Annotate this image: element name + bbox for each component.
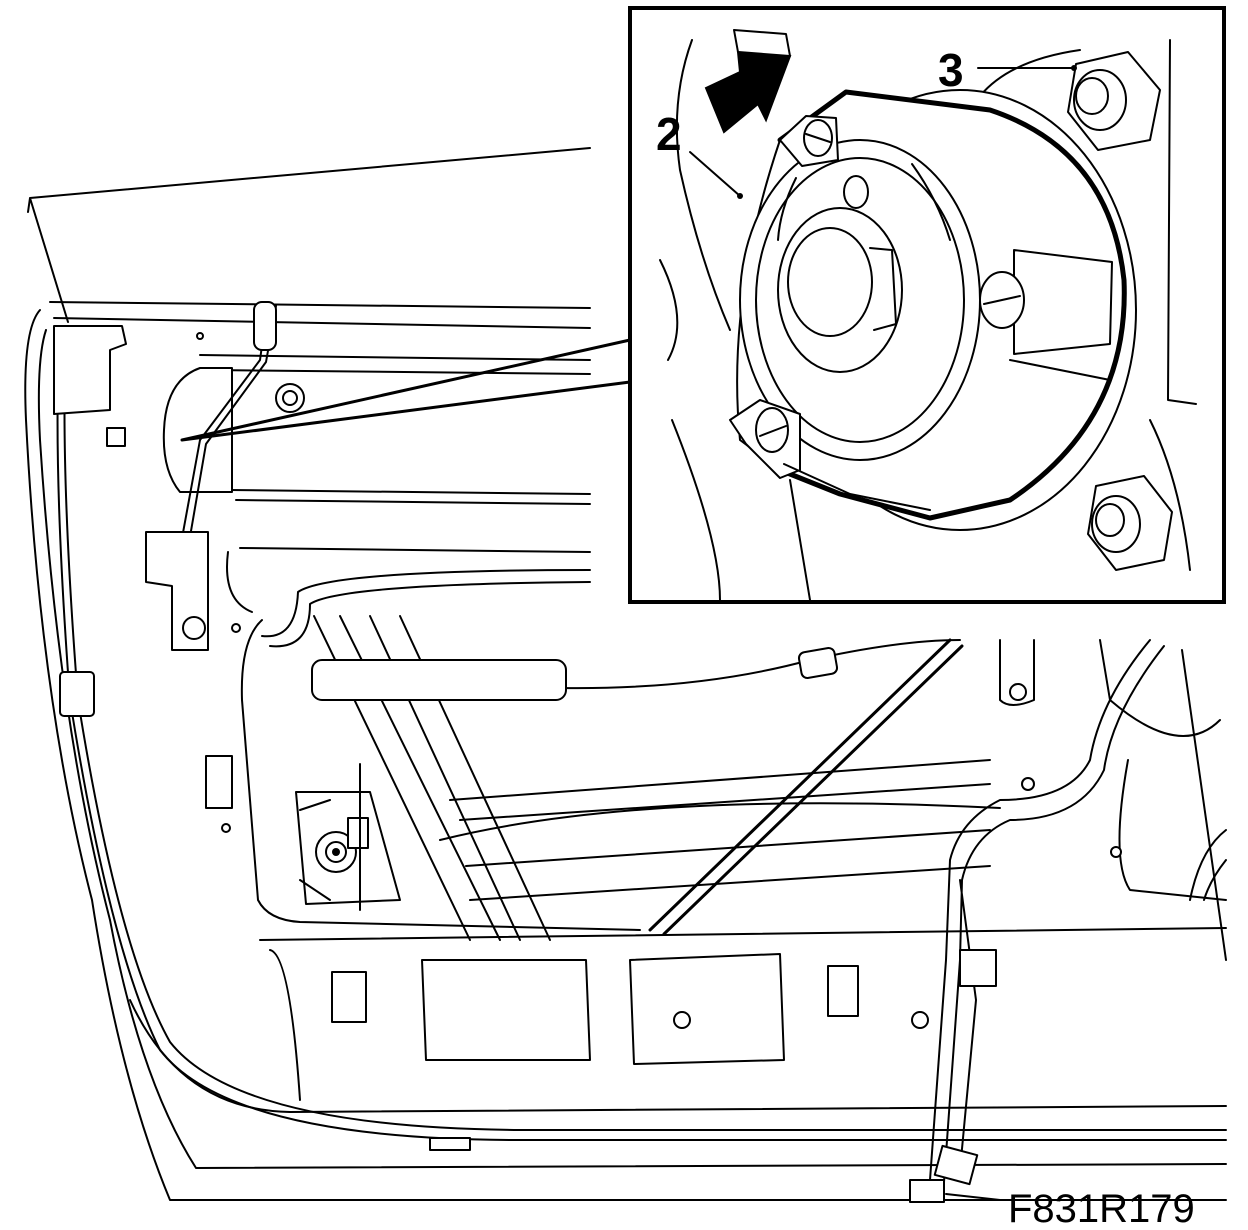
callout-2-leader: [689, 151, 741, 197]
door-cable: [559, 639, 961, 690]
drain-slot: [429, 1137, 471, 1151]
speaker-magnet: [777, 207, 903, 373]
mount-tab-right: [1013, 249, 1113, 355]
screw-right-slot: [983, 295, 1021, 305]
magnet-notch: [869, 247, 897, 331]
panel-rivet: [221, 823, 231, 833]
wiring-harness: [929, 639, 1165, 1183]
lower-panel-edge: [259, 927, 1227, 1101]
glass-guide-bars: [439, 759, 1001, 901]
screw-bottom-slot: [759, 425, 787, 437]
right-hole-lower: [1110, 846, 1122, 858]
right-inner-structure: [999, 639, 1227, 961]
door-assembly: [24, 147, 1227, 1203]
callout-3-label: 3: [938, 44, 964, 96]
inset-lower-edge: [789, 479, 811, 601]
callout-2-dot: [737, 193, 743, 199]
screw-bottom: [755, 407, 789, 453]
speaker-cable: [261, 569, 591, 648]
regulator-gear: [295, 763, 401, 911]
figure-reference-leader: [945, 1193, 1001, 1201]
speaker-face-slots: [777, 163, 951, 241]
lower-clip-right: [827, 965, 859, 1017]
right-hole-upper: [1009, 683, 1027, 701]
hinge-clip: [59, 671, 95, 717]
mounting-nut-bottom: [1087, 475, 1173, 571]
regulator-rail: [313, 615, 551, 941]
speaker-recess: [162, 367, 233, 493]
inner-panel-opening: [226, 547, 641, 931]
lower-clip-left: [331, 971, 367, 1023]
screw-top-slot: [805, 133, 831, 143]
door-sill-inner: [129, 999, 1227, 1113]
rivet-hole: [196, 332, 204, 340]
figure-reference-code: F831R179: [1008, 1187, 1195, 1230]
door-outer-shell: [24, 301, 1227, 1201]
panel-clip-upper: [205, 755, 233, 809]
hinge-bracket: [53, 325, 127, 415]
diagonal-support-rod: [648, 638, 964, 936]
detail-inset: 2 3: [628, 6, 1226, 604]
speaker-mount-hole-inner: [282, 390, 298, 406]
bracket-slot: [106, 427, 126, 447]
lock-rod-knob: [253, 301, 277, 351]
cable-end-cap: [797, 647, 839, 679]
direction-arrow: [704, 29, 792, 134]
inset-panel-contour: [659, 39, 1197, 601]
mounting-nut-top: [1067, 51, 1161, 151]
lower-panel-hole: [673, 1011, 691, 1029]
belt-line-upper: [199, 354, 591, 375]
bracket-rivet: [231, 623, 241, 633]
cable-sleeve: [311, 659, 567, 701]
callout-2-label: 2: [656, 108, 682, 160]
speaker-small-hole: [843, 175, 869, 209]
belt-line-lower: [229, 489, 591, 505]
bracket-hole: [182, 616, 206, 640]
door-inner-shell: [37, 317, 1227, 1169]
right-hole-mid: [1021, 777, 1035, 791]
harness-right: [1189, 829, 1227, 901]
lower-panel-hole-right: [911, 1011, 929, 1029]
speaker-magnet-inner: [787, 227, 873, 337]
speaker-bottom-rim: [783, 359, 1111, 511]
lower-panel-window-left: [421, 959, 591, 1061]
speaker-front-ring: [755, 157, 965, 443]
window-glass: [27, 147, 591, 323]
harness-plug-end: [933, 1144, 979, 1186]
speaker-housing-edge: [777, 89, 1127, 521]
callout-3-dot: [1071, 65, 1077, 71]
harness-connector: [959, 949, 997, 987]
lower-panel-window-right: [629, 953, 785, 1065]
harness-plug: [909, 1179, 945, 1203]
detail-pointer: [180, 338, 632, 442]
